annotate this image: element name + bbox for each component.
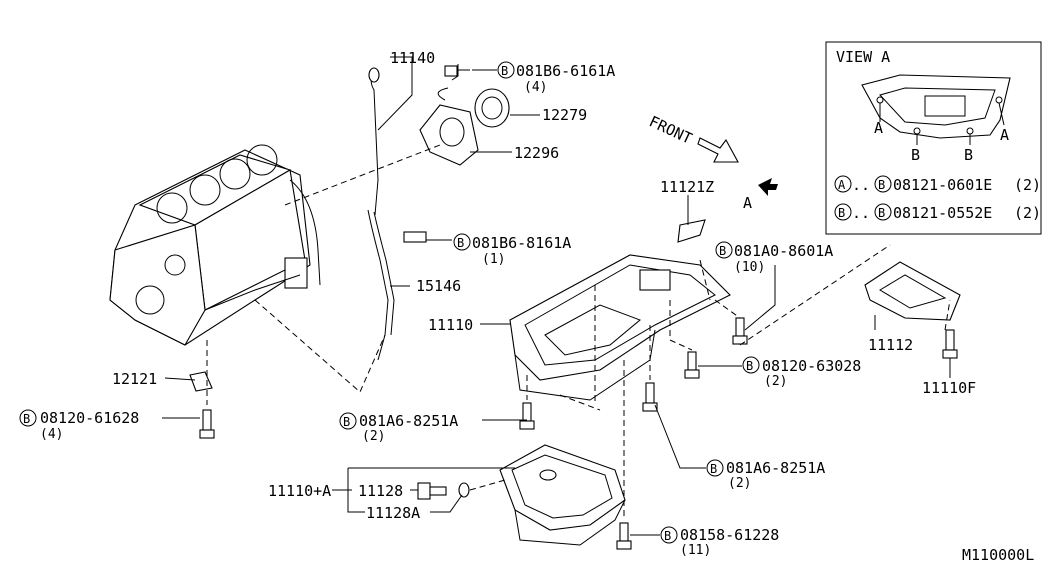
bolt-marker: B (343, 415, 350, 429)
legend-1-marker: A (838, 178, 846, 192)
view-a-panel: VIEW A A A B B A .. B 08121-0601E (2) B … (825, 41, 1042, 235)
label-15146: 15146 (416, 277, 461, 295)
qty-08120-63028: (2) (764, 374, 787, 389)
qty-08158-61228: (11) (680, 543, 711, 558)
bolt-icons (189, 317, 958, 550)
qty-081b6-8161a: (1) (482, 252, 505, 267)
label-081a6-8251a-right: 081A6-8251A (726, 459, 825, 477)
label-11110: 11110 (428, 316, 473, 334)
qty-081a6-8251a-left: (2) (362, 429, 385, 444)
label-12279: 12279 (542, 106, 587, 124)
legend-1-dots: .. (852, 176, 870, 194)
legend-2-bolt: B (878, 206, 885, 220)
label-11128a: 11128A (366, 504, 420, 522)
legend-2-marker: B (838, 206, 845, 220)
label-08158-61228: 08158-61228 (680, 526, 779, 544)
dashed-guide-lines (206, 144, 951, 520)
label-081b6-6161a: 081B6-6161A (516, 62, 615, 80)
view-a-title: VIEW A (836, 48, 890, 66)
label-11110f: 11110F (922, 379, 976, 397)
bolt-marker: B (501, 64, 508, 78)
label-081a6-8251a-left: 081A6-8251A (359, 412, 458, 430)
label-12296: 12296 (514, 144, 559, 162)
qty-081a6-8251a-right: (2) (728, 476, 751, 491)
upper-oil-pan-illustration (509, 219, 731, 401)
part-labels: 11140 081B6-6161A (4) 12279 12296 11121Z… (40, 49, 1034, 564)
drain-plug-illustration (417, 482, 470, 500)
view-a-marker-b-right: B (964, 146, 973, 164)
view-a-marker-a-left: A (874, 119, 883, 137)
baffle-plate-illustration (864, 261, 961, 321)
cylinder-block-illustration (109, 144, 321, 346)
lower-oil-pan-illustration (499, 444, 626, 546)
front-arrow: FRONT (646, 112, 739, 163)
label-11121z: 11121Z (660, 178, 714, 196)
view-a-marker-a-right: A (1000, 126, 1009, 144)
legend-1-qty: (2) (1014, 176, 1041, 194)
legend-1-bolt: B (878, 178, 885, 192)
label-11112: 11112 (868, 336, 913, 354)
label-081a0-8601a: 081A0-8601A (734, 242, 833, 260)
legend-2-dots: .. (852, 204, 870, 222)
dipstick-illustration (367, 67, 427, 361)
label-12121: 12121 (112, 370, 157, 388)
leader-lines (162, 56, 951, 536)
figure-code: M110000L (962, 546, 1034, 564)
label-081b6-8161a: 081B6-8161A (472, 234, 571, 252)
legend-2-qty: (2) (1014, 204, 1041, 222)
bolt-marker: B (664, 529, 671, 543)
view-a-arrow: A (743, 178, 778, 212)
qty-081b6-6161a: (4) (524, 80, 547, 95)
label-11128: 11128 (358, 482, 403, 500)
bolt-marker: B (457, 236, 464, 250)
qty-081a0-8601a: (10) (734, 260, 765, 275)
label-08120-61628: 08120-61628 (40, 409, 139, 427)
bolt-marker: B (23, 412, 30, 426)
view-a-arrow-label: A (743, 194, 752, 212)
legend-2-part: 08121-0552E (893, 204, 992, 222)
rear-oil-seal-illustration (419, 64, 510, 166)
bolt-marker: B (710, 462, 717, 476)
view-a-marker-b-left: B (911, 146, 920, 164)
label-11110a: 11110+A (268, 482, 331, 500)
bolt-markers: B B B B B B B B (19, 61, 760, 544)
front-label: FRONT (646, 112, 695, 147)
bolt-marker: B (746, 359, 753, 373)
label-08120-63028: 08120-63028 (762, 357, 861, 375)
legend-1-part: 08121-0601E (893, 176, 992, 194)
label-11140: 11140 (390, 49, 435, 67)
bolt-marker: B (719, 244, 726, 258)
qty-08120-61628: (4) (40, 427, 63, 442)
